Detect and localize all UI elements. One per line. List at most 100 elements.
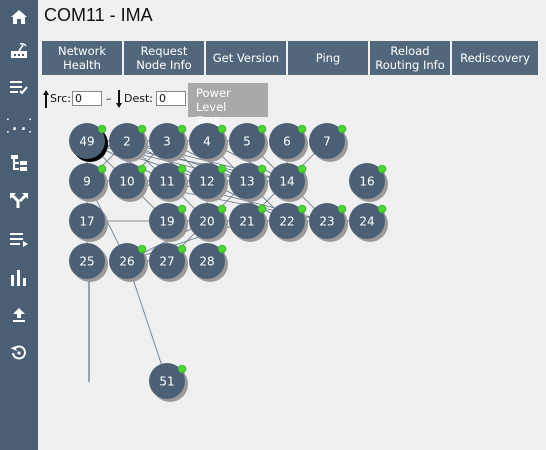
bar-chart-icon[interactable] [0, 260, 38, 294]
network-node[interactable]: 10 [109, 163, 148, 202]
network-node[interactable]: 21 [229, 203, 268, 242]
node-status-dot [177, 244, 187, 254]
page-title: COM11 - IMA [44, 5, 153, 25]
network-node[interactable]: 26 [109, 243, 148, 282]
network-node[interactable]: 13 [229, 163, 268, 202]
restore-icon[interactable] [0, 336, 38, 370]
network-node[interactable]: 23 [309, 203, 348, 242]
node-status-dot [297, 124, 307, 134]
node-circle [109, 243, 145, 279]
network-health-button[interactable]: Network Health [42, 41, 124, 75]
node-status-dot [337, 204, 347, 214]
node-label: 26 [119, 255, 134, 269]
node-status-dot [217, 124, 227, 134]
network-node[interactable]: 24 [349, 203, 388, 242]
checklist-icon[interactable] [0, 70, 38, 104]
network-node[interactable]: 3 [149, 123, 188, 162]
sidebar: {..} [0, 0, 38, 450]
node-label: 27 [159, 255, 174, 269]
dest-input[interactable]: 0 [156, 91, 186, 106]
node-status-dot [217, 204, 227, 214]
node-label: 22 [279, 215, 294, 229]
network-node[interactable]: 27 [149, 243, 188, 282]
queue-icon[interactable] [0, 222, 38, 256]
network-node[interactable]: 16 [349, 163, 388, 202]
node-label: 11 [159, 175, 174, 189]
network-node[interactable]: 2 [109, 123, 148, 162]
node-label: 10 [119, 175, 134, 189]
request-node-info-button[interactable]: Request Node Info [124, 41, 206, 75]
node-circle [149, 123, 185, 159]
network-node[interactable]: 19 [149, 203, 188, 242]
node-status-dot [137, 164, 147, 174]
network-node[interactable]: 4 [189, 123, 228, 162]
network-node[interactable]: 7 [309, 123, 348, 162]
source-arrow-icon [43, 90, 49, 108]
node-status-dot [257, 204, 267, 214]
node-circle [149, 163, 185, 199]
node-label: 14 [279, 175, 294, 189]
svg-text:{..}: {..} [7, 116, 31, 134]
node-label: 12 [199, 175, 214, 189]
network-node[interactable]: 28 [189, 243, 228, 282]
node-label: 5 [243, 135, 251, 149]
network-node[interactable]: 11 [149, 163, 188, 202]
src-label: Src: [50, 92, 72, 105]
dest-label: Dest: [124, 92, 153, 105]
node-status-dot [177, 204, 187, 214]
reload-routing-info-button[interactable]: Reload Routing Info [370, 41, 452, 75]
node-label: 6 [283, 135, 291, 149]
rediscovery-button[interactable]: Rediscovery [452, 41, 538, 75]
tree-icon[interactable] [0, 146, 38, 180]
node-label: 51 [159, 375, 174, 389]
node-circle [189, 163, 225, 199]
node-status-dot [177, 124, 187, 134]
network-node[interactable]: 51 [149, 363, 188, 402]
node-status-dot [177, 364, 187, 374]
network-node[interactable]: 5 [229, 123, 268, 162]
braces-icon[interactable]: {..} [0, 108, 38, 142]
node-status-dot [297, 204, 307, 214]
network-node[interactable]: 22 [269, 203, 308, 242]
node-circle [189, 243, 225, 279]
node-label: 28 [199, 255, 214, 269]
node-circle [109, 163, 145, 199]
node-circle [349, 203, 385, 239]
node-label: 4 [203, 135, 211, 149]
router-icon[interactable] [0, 34, 38, 68]
node-label: 20 [199, 215, 214, 229]
network-node[interactable]: 17 [69, 203, 108, 242]
route-icon[interactable] [0, 184, 38, 218]
node-circle [69, 163, 105, 199]
network-node[interactable]: 25 [69, 243, 108, 282]
node-status-dot [257, 124, 267, 134]
node-label: 9 [83, 175, 91, 189]
node-status-dot [97, 164, 107, 174]
node-circle [309, 123, 345, 159]
network-node[interactable]: 9 [69, 163, 108, 202]
network-node[interactable]: 12 [189, 163, 228, 202]
get-version-button[interactable]: Get Version [206, 41, 288, 75]
node-circle [269, 123, 305, 159]
node-circle [349, 163, 385, 199]
network-node[interactable]: 14 [269, 163, 308, 202]
node-label: 16 [359, 175, 374, 189]
ping-button[interactable]: Ping [288, 41, 370, 75]
node-label: 7 [323, 135, 331, 149]
network-node[interactable]: 49 [69, 123, 108, 162]
node-status-dot [177, 164, 187, 174]
src-input[interactable]: 0 [72, 91, 102, 106]
dest-arrow-icon [116, 90, 122, 108]
node-status-dot [257, 164, 267, 174]
node-label: 19 [159, 215, 174, 229]
node-status-dot [377, 164, 387, 174]
node-circle [309, 203, 345, 239]
home-icon[interactable] [0, 0, 38, 34]
network-node[interactable]: 20 [189, 203, 228, 242]
node-circle [229, 163, 265, 199]
upload-icon[interactable] [0, 298, 38, 332]
network-node[interactable]: 6 [269, 123, 308, 162]
node-label: 13 [239, 175, 254, 189]
